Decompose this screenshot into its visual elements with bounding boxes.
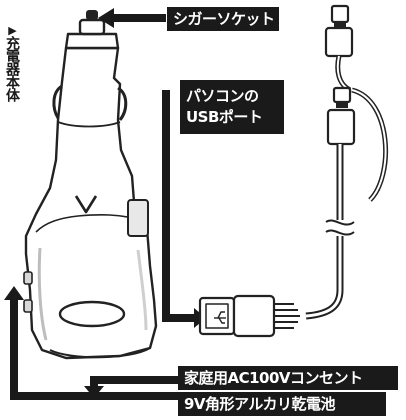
usb-cable bbox=[198, 4, 388, 338]
charger-body bbox=[23, 10, 158, 360]
label-main-body: ▶充電器本体 bbox=[4, 24, 20, 101]
wire-break-icon bbox=[325, 219, 355, 236]
arrow-cigar-socket bbox=[98, 8, 166, 28]
arrow-pc-usb bbox=[162, 90, 206, 328]
label-battery-9v: 9V角形アルカリ乾電池 bbox=[178, 392, 386, 416]
pointer-triangle-icon: ▶ bbox=[6, 24, 19, 36]
arrow-battery bbox=[4, 286, 178, 400]
label-home-ac: 家庭用AC100Vコンセント bbox=[178, 366, 398, 390]
arrow-home-ac bbox=[84, 376, 178, 398]
label-pc-usb: パソコンの USBポート bbox=[180, 80, 284, 134]
usb-trident-icon bbox=[214, 311, 226, 324]
arrows bbox=[4, 8, 206, 400]
label-cigar-socket: シガーソケット bbox=[167, 7, 279, 31]
